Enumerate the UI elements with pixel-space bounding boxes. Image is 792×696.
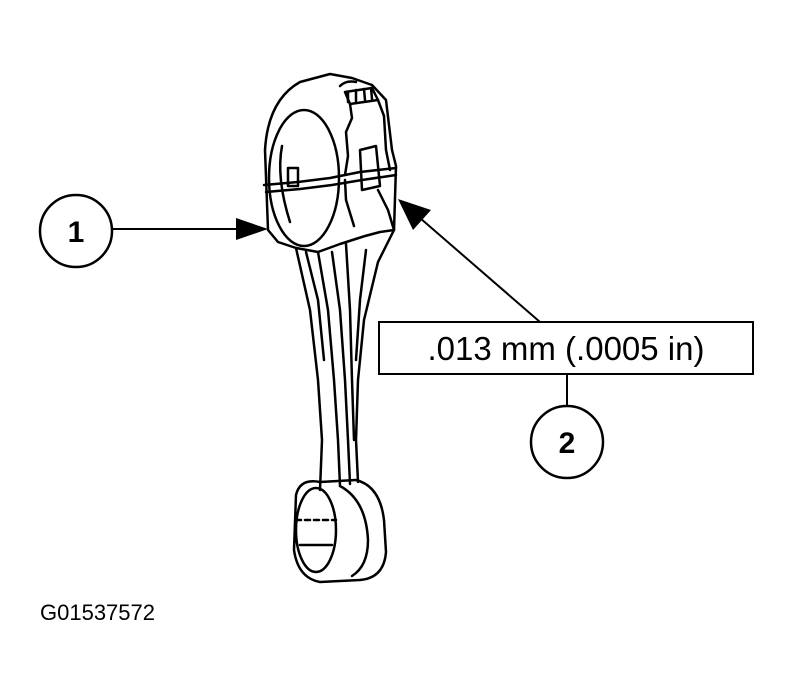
callout-2-circle: [529, 404, 605, 480]
connecting-rod-drawing: [262, 72, 398, 584]
callout-1-circle: [38, 193, 114, 269]
specification-frame: [378, 321, 754, 375]
callout-1-label: 1: [68, 216, 85, 249]
specification-text: .013 mm (.0005 in): [428, 330, 705, 367]
figure-id: G01537572: [40, 600, 155, 625]
callout-1: 1: [38, 193, 268, 269]
spec-arrowhead: [398, 199, 431, 230]
callout-2-label: 2: [559, 427, 576, 460]
callout-2: 2: [529, 404, 605, 480]
callout-1-arrowhead: [236, 218, 268, 240]
specification-box: .013 mm (.0005 in): [378, 321, 754, 375]
callout-2-arrow: [398, 199, 541, 323]
spec-leader-line: [419, 217, 541, 323]
